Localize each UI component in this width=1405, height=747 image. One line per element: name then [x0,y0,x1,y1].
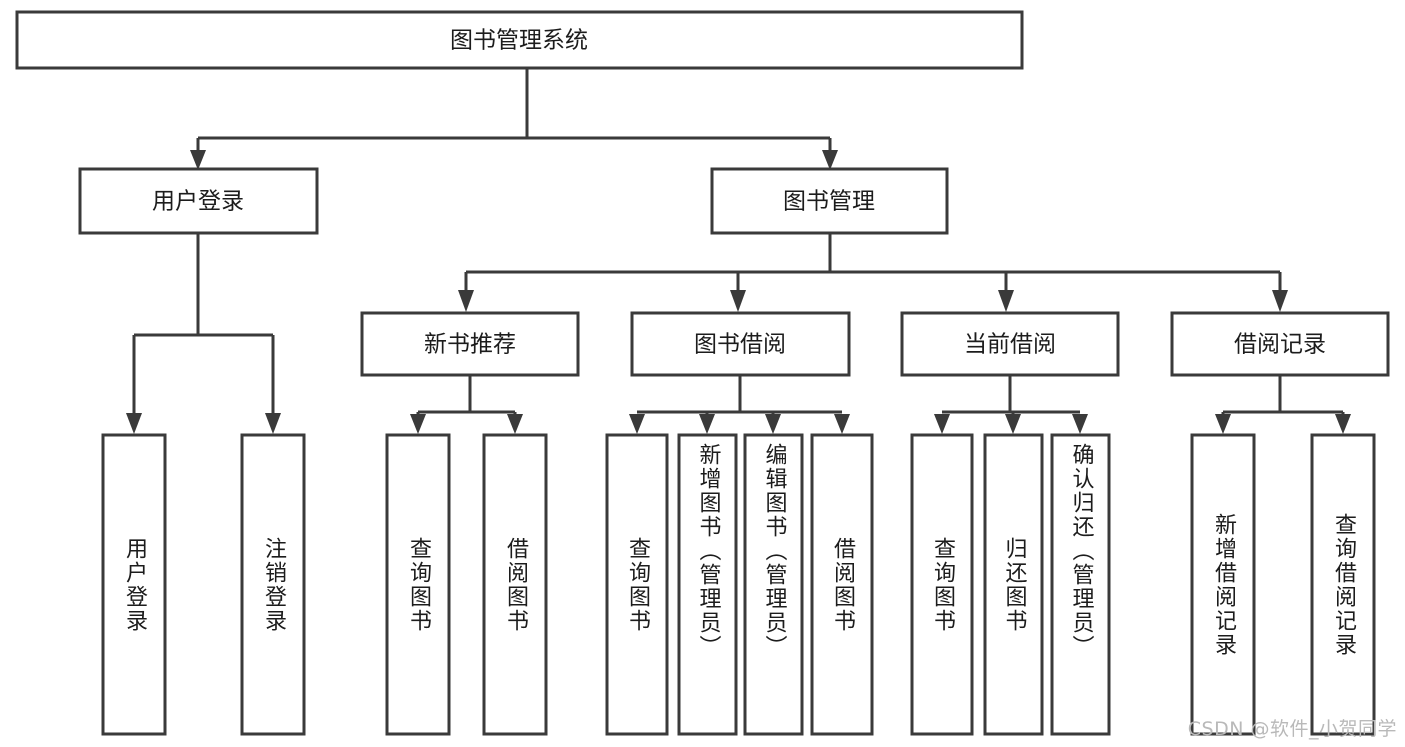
arrowhead-user-login [190,150,206,170]
arrowhead-leaf-user-login [126,413,142,434]
node-leaf-query-book-rec[interactable] [385,433,451,736]
node-leaf-logout[interactable] [240,433,306,736]
node-leaf-query-record[interactable] [1310,433,1376,736]
arrowhead-leaf-query-book-borrow [629,414,645,434]
arrowhead-borrow-record [1272,290,1288,312]
node-borrow-record[interactable] [1170,311,1390,377]
node-leaf-add-record[interactable] [1190,433,1256,736]
arrowhead-leaf-query-book-rec [410,414,426,434]
arrowhead-book-management [822,150,838,170]
node-book-borrow[interactable] [630,311,851,377]
arrowhead-leaf-add-record [1215,414,1231,434]
node-leaf-borrow-book-rec[interactable] [482,433,548,736]
node-leaf-edit-book[interactable] [743,433,804,736]
arrowhead-book-borrow [730,290,746,312]
node-borrow-record-label: 借阅记录 [1234,332,1326,358]
node-book-management-label: 图书管理 [783,189,875,215]
node-user-login[interactable] [78,167,319,235]
node-root-label: 图书管理系统 [450,28,588,54]
arrowhead-leaf-return-book [1005,414,1021,434]
connector-group-book-borrow-to-leaves [629,375,850,434]
connector-group-new-book-recommend-to-leaves [410,375,523,434]
arrowhead-leaf-confirm-return [1072,414,1088,434]
node-root[interactable] [15,10,1024,70]
node-book-management[interactable] [710,167,949,235]
node-leaf-return-book[interactable] [983,433,1044,736]
arrowhead-new-book-recommend [458,290,474,312]
node-user-login-label: 用户登录 [152,189,244,215]
connector-group-book-management-to-level3 [458,233,1288,312]
arrowhead-leaf-query-book-current [934,414,950,434]
node-leaf-add-book[interactable] [677,433,738,736]
connector-group-user-login-to-leaves [126,233,281,434]
arrowhead-leaf-query-record [1335,414,1351,434]
node-current-borrow-label: 当前借阅 [964,332,1056,358]
arrowhead-current-borrow [998,290,1014,312]
connector-group-borrow-record-to-leaves [1215,375,1351,434]
node-leaf-confirm-return[interactable] [1050,433,1111,736]
node-current-borrow[interactable] [900,311,1120,377]
node-leaf-user-login[interactable] [101,433,167,736]
arrowhead-leaf-add-book [699,414,715,434]
node-leaf-borrow-book[interactable] [810,433,874,736]
connector-group-current-borrow-to-leaves [934,375,1088,434]
arrowhead-leaf-borrow-book [834,414,850,434]
watermark-text: CSDN @软件_小贺同学 [1187,718,1397,740]
arrowhead-leaf-logout [265,413,281,434]
node-leaf-query-book-current[interactable] [910,433,974,736]
connector-group-root-to-level2 [190,68,838,170]
node-book-borrow-label: 图书借阅 [694,332,786,358]
arrowhead-leaf-edit-book [765,414,781,434]
node-new-book-recommend-label: 新书推荐 [424,332,516,358]
node-leaf-query-book-borrow[interactable] [605,433,669,736]
node-new-book-recommend[interactable] [360,311,580,377]
arrowhead-leaf-borrow-book-rec [507,414,523,434]
